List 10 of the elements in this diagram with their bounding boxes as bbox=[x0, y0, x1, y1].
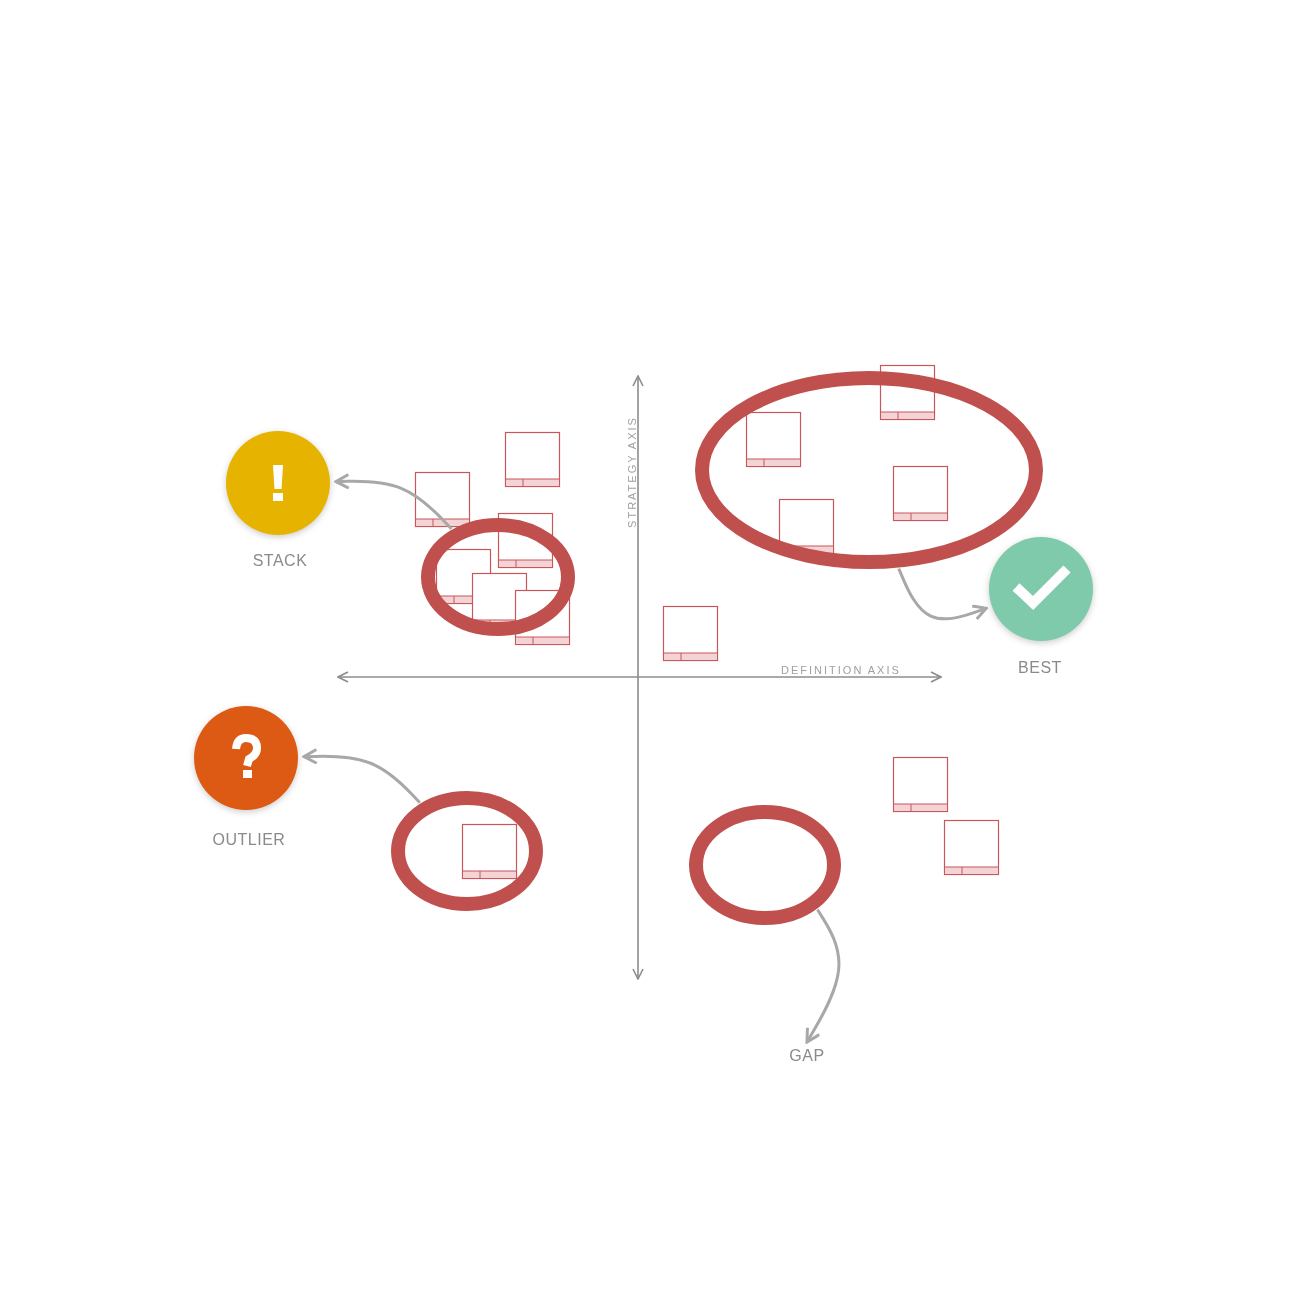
axis-label: STRATEGY AXIS bbox=[626, 416, 638, 528]
arrow bbox=[897, 567, 988, 621]
arrow bbox=[334, 473, 453, 530]
arrow bbox=[302, 748, 421, 804]
category-label: GAP bbox=[789, 1047, 825, 1065]
category-label: STACK bbox=[252, 552, 308, 570]
arrow bbox=[805, 908, 841, 1044]
category-label: BEST bbox=[1018, 659, 1062, 677]
axis-label: DEFINITION AXIS bbox=[781, 664, 901, 676]
category-label: OUTLIER bbox=[212, 831, 286, 849]
